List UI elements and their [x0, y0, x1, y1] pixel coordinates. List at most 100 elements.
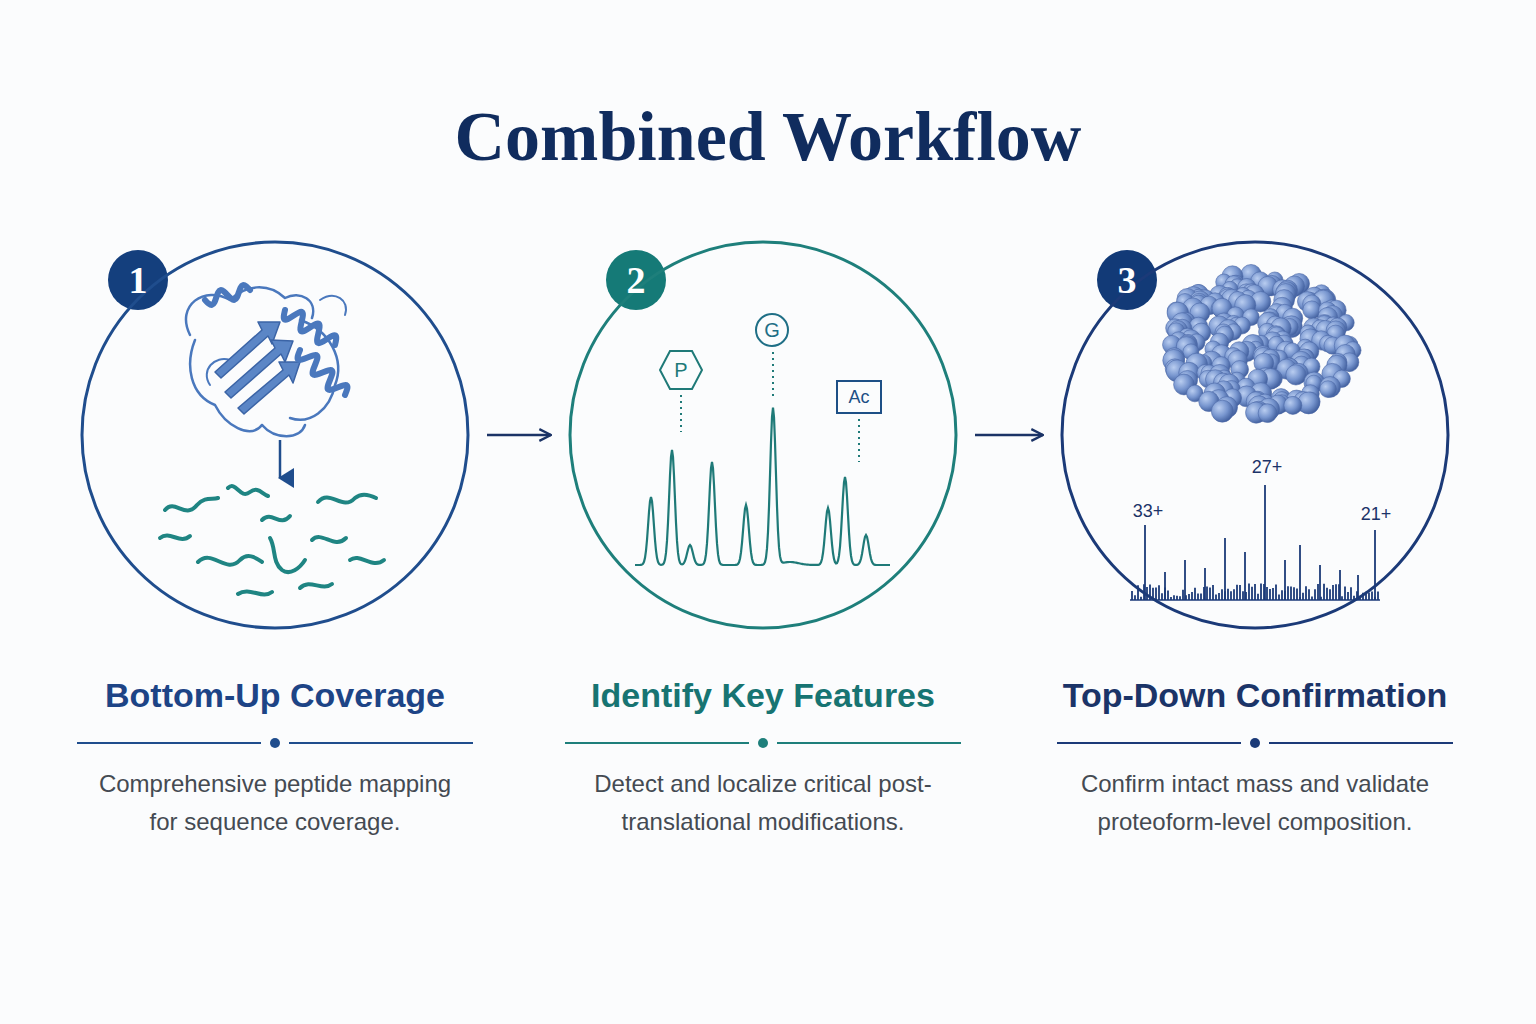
helix-ribbons	[205, 285, 347, 395]
circle-tag	[756, 314, 788, 346]
spectrum-peak	[1224, 538, 1226, 600]
spectrum-peak	[1197, 594, 1199, 600]
spectrum-peak	[1335, 584, 1337, 600]
spectrum-peak	[1308, 589, 1310, 600]
spectrum-peak	[1239, 585, 1241, 600]
helix	[284, 310, 337, 345]
flow-arrow	[487, 434, 551, 437]
divider-dot	[1250, 738, 1260, 748]
spectrum-trace	[635, 408, 890, 565]
spectrum-peak	[1218, 593, 1220, 600]
spectrum-peak	[1287, 586, 1289, 600]
spectrum-peak	[1281, 590, 1283, 600]
spectrum-peak	[1260, 584, 1262, 600]
baseline	[1130, 599, 1380, 601]
spectrum-peak	[1251, 587, 1253, 600]
spectrum-peak	[1339, 570, 1341, 600]
spectrum-peak	[1188, 594, 1190, 600]
spectrum-peak	[1266, 587, 1268, 600]
spectrum-peak	[1236, 585, 1238, 600]
spectrum-peak	[1191, 592, 1193, 600]
spectrum-peak	[1278, 594, 1280, 600]
step-text: Bottom-Up CoverageComprehensive peptide …	[65, 240, 485, 841]
divider-line	[1269, 742, 1453, 744]
circle-border	[1062, 242, 1448, 628]
divider	[565, 738, 961, 748]
spectrum-peak	[1182, 590, 1184, 600]
step-badge: 3	[1097, 250, 1157, 310]
step-text: Top-Down ConfirmationConfirm intact mass…	[1045, 240, 1465, 841]
spectrum-peak	[1264, 485, 1266, 600]
divider-line	[565, 742, 749, 744]
ptm-symbol: P	[674, 359, 687, 382]
helix	[205, 285, 250, 305]
spectrum-peak	[1344, 586, 1346, 600]
circle-border	[82, 242, 468, 628]
ptm-symbol: G	[764, 319, 780, 342]
spectrum-peak	[1275, 584, 1277, 600]
spectrum-peak	[1155, 587, 1157, 600]
spectrum-peak	[1227, 589, 1229, 600]
step-badge: 2	[606, 250, 666, 310]
square-tag	[837, 381, 881, 413]
spectrum-peak	[1332, 585, 1334, 600]
spectrum-peak	[1269, 589, 1271, 600]
divider-dot	[758, 738, 768, 748]
spectrum-peak	[1314, 589, 1316, 600]
step-circle: Identify Key FeaturesDetect and localize…	[553, 240, 973, 841]
step-description: Confirm intact mass and validate proteof…	[1063, 765, 1448, 841]
spectrum-peak	[1317, 584, 1319, 600]
flow-arrow	[975, 434, 1043, 437]
spectrum-peak	[1299, 545, 1301, 600]
spectrum-peak	[1204, 568, 1206, 600]
divider-line	[777, 742, 961, 744]
spectrum-peak	[1326, 588, 1328, 600]
step-circle: Bottom-Up CoverageComprehensive peptide …	[65, 240, 485, 841]
spectrum-peak	[1350, 587, 1352, 600]
spectrum-peak	[1194, 588, 1196, 600]
spectrum-peak	[1368, 593, 1370, 600]
step-number: 1	[129, 258, 148, 302]
spectrum-peak	[1206, 586, 1208, 600]
spectrum-peak	[1184, 560, 1186, 600]
spectrum-peak	[1302, 593, 1304, 600]
step-heading: Bottom-Up Coverage	[65, 675, 485, 715]
spectrum-peak	[1212, 585, 1214, 600]
divider-dot	[270, 738, 280, 748]
circle-border	[570, 242, 956, 628]
spectrum-peak	[1323, 584, 1325, 600]
spectrum-peak	[1319, 565, 1321, 600]
digest-arrow	[279, 440, 282, 478]
spectrum-peak	[1305, 586, 1307, 600]
spectrum-peak	[1244, 552, 1246, 600]
atom-sphere	[1211, 400, 1233, 422]
spectrum-peak	[1374, 530, 1376, 600]
peptide-fragments	[160, 486, 384, 594]
spectrum-peak	[1284, 560, 1286, 600]
spectrum-peak	[1296, 588, 1298, 600]
protein-ribbon	[186, 287, 346, 436]
divider	[1057, 738, 1453, 748]
ptm-tag: P	[659, 350, 703, 390]
intact-protein	[1163, 264, 1362, 423]
step-heading: Identify Key Features	[553, 675, 973, 715]
atom-sphere	[1320, 377, 1341, 398]
spectrum-peak	[1144, 525, 1146, 600]
dividers	[77, 738, 1453, 748]
spectrum-peak	[1371, 592, 1373, 600]
spectrum-peak	[1221, 589, 1223, 600]
spectrum-peak	[1248, 583, 1250, 600]
spectrum-peak	[1377, 591, 1379, 600]
helix	[298, 350, 348, 395]
step-heading: Top-Down Confirmation	[1045, 675, 1465, 715]
charge-state: 27+	[1252, 457, 1283, 478]
step-text: Identify Key FeaturesDetect and localize…	[553, 240, 973, 841]
spectrum-peak	[1131, 591, 1133, 600]
ptm-symbol: Ac	[848, 387, 869, 408]
divider-line	[289, 742, 473, 744]
spectrum-peak	[1200, 594, 1202, 600]
spectrum-peak	[1329, 589, 1331, 600]
charge-state: 33+	[1133, 501, 1164, 522]
atom-sphere	[1286, 365, 1306, 385]
